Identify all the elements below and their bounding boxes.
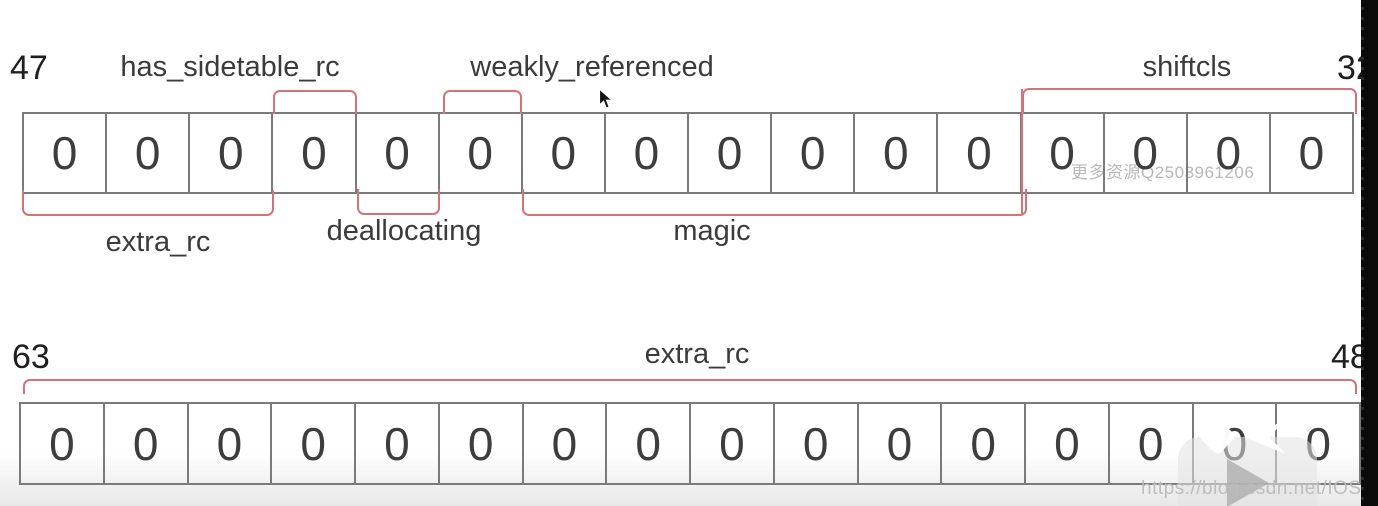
bit-index-47: 47 bbox=[10, 49, 48, 87]
bit-cell: 0 bbox=[189, 404, 273, 483]
bit-cell: 0 bbox=[440, 404, 524, 483]
label-weakly-referenced: weakly_referenced bbox=[470, 51, 714, 83]
bit-cell: 0 bbox=[523, 114, 606, 192]
bracket-extra-rc-row2 bbox=[23, 379, 1357, 394]
label-deallocating: deallocating bbox=[326, 215, 482, 247]
bracket-weakly-referenced bbox=[443, 90, 522, 114]
bit-cell: 0 bbox=[356, 404, 440, 483]
label-extra-rc-row2: extra_rc bbox=[644, 338, 750, 370]
bit-cell: 0 bbox=[772, 114, 856, 192]
bit-cell: 0 bbox=[357, 114, 440, 192]
play-icon[interactable] bbox=[1227, 459, 1269, 506]
bit-cell: 0 bbox=[689, 114, 773, 192]
bit-cell: 0 bbox=[691, 404, 775, 483]
bit-cell: 0 bbox=[606, 114, 689, 192]
bit-cell: 0 bbox=[440, 114, 523, 192]
bracket-extra-rc-row1 bbox=[22, 190, 274, 216]
bit-cell: 0 bbox=[1026, 404, 1110, 483]
label-shiftcls: shiftcls bbox=[1142, 51, 1232, 83]
bracket-has-sidetable-rc bbox=[273, 90, 357, 114]
mouse-cursor-icon bbox=[598, 87, 615, 116]
bit-cell: 0 bbox=[1298, 127, 1325, 179]
label-extra-rc-row1: extra_rc bbox=[105, 226, 211, 258]
bit-cell: 0 bbox=[272, 404, 356, 483]
watermark-blog-url: https://blog.csdn.net/IOSSHAN bbox=[1141, 478, 1378, 499]
bit-cell: 0 bbox=[524, 404, 608, 483]
label-magic: magic bbox=[673, 215, 751, 247]
bit-cell: 0 bbox=[24, 114, 108, 192]
video-edge-bar bbox=[1361, 0, 1378, 506]
bit-index-63: 63 bbox=[12, 338, 50, 376]
bit-cell: 0 bbox=[21, 404, 105, 483]
bit-cell: 0 bbox=[1105, 114, 1188, 192]
bit-cell: 0 bbox=[105, 404, 189, 483]
bit-cell: 0 bbox=[107, 114, 191, 192]
bit-cell: 0 bbox=[607, 404, 691, 483]
bracket-connector-line bbox=[1021, 89, 1023, 214]
bit-cell: 0 bbox=[942, 404, 1026, 483]
label-has-sidetable-rc: has_sidetable_rc bbox=[120, 51, 340, 83]
watermark-resource-text: 更多资源Q2503961206 bbox=[1071, 163, 1255, 182]
bit-cell: 0 bbox=[855, 114, 939, 192]
bit-cell: 0 bbox=[1022, 114, 1105, 192]
bracket-magic bbox=[522, 189, 1027, 216]
bracket-deallocating bbox=[357, 189, 440, 215]
bit-cell: 0 bbox=[190, 114, 274, 192]
bottom-shade bbox=[0, 452, 1378, 506]
bit-cell: 0 bbox=[273, 114, 357, 192]
bit-cell: 0 bbox=[1188, 114, 1271, 192]
edge-bar-notches bbox=[1361, 0, 1364, 506]
bracket-shiftcls bbox=[1022, 88, 1357, 114]
bit-cell: 0 bbox=[775, 404, 859, 483]
bit-cell: 0 bbox=[859, 404, 943, 483]
bit-cell: 0 bbox=[938, 114, 1022, 192]
